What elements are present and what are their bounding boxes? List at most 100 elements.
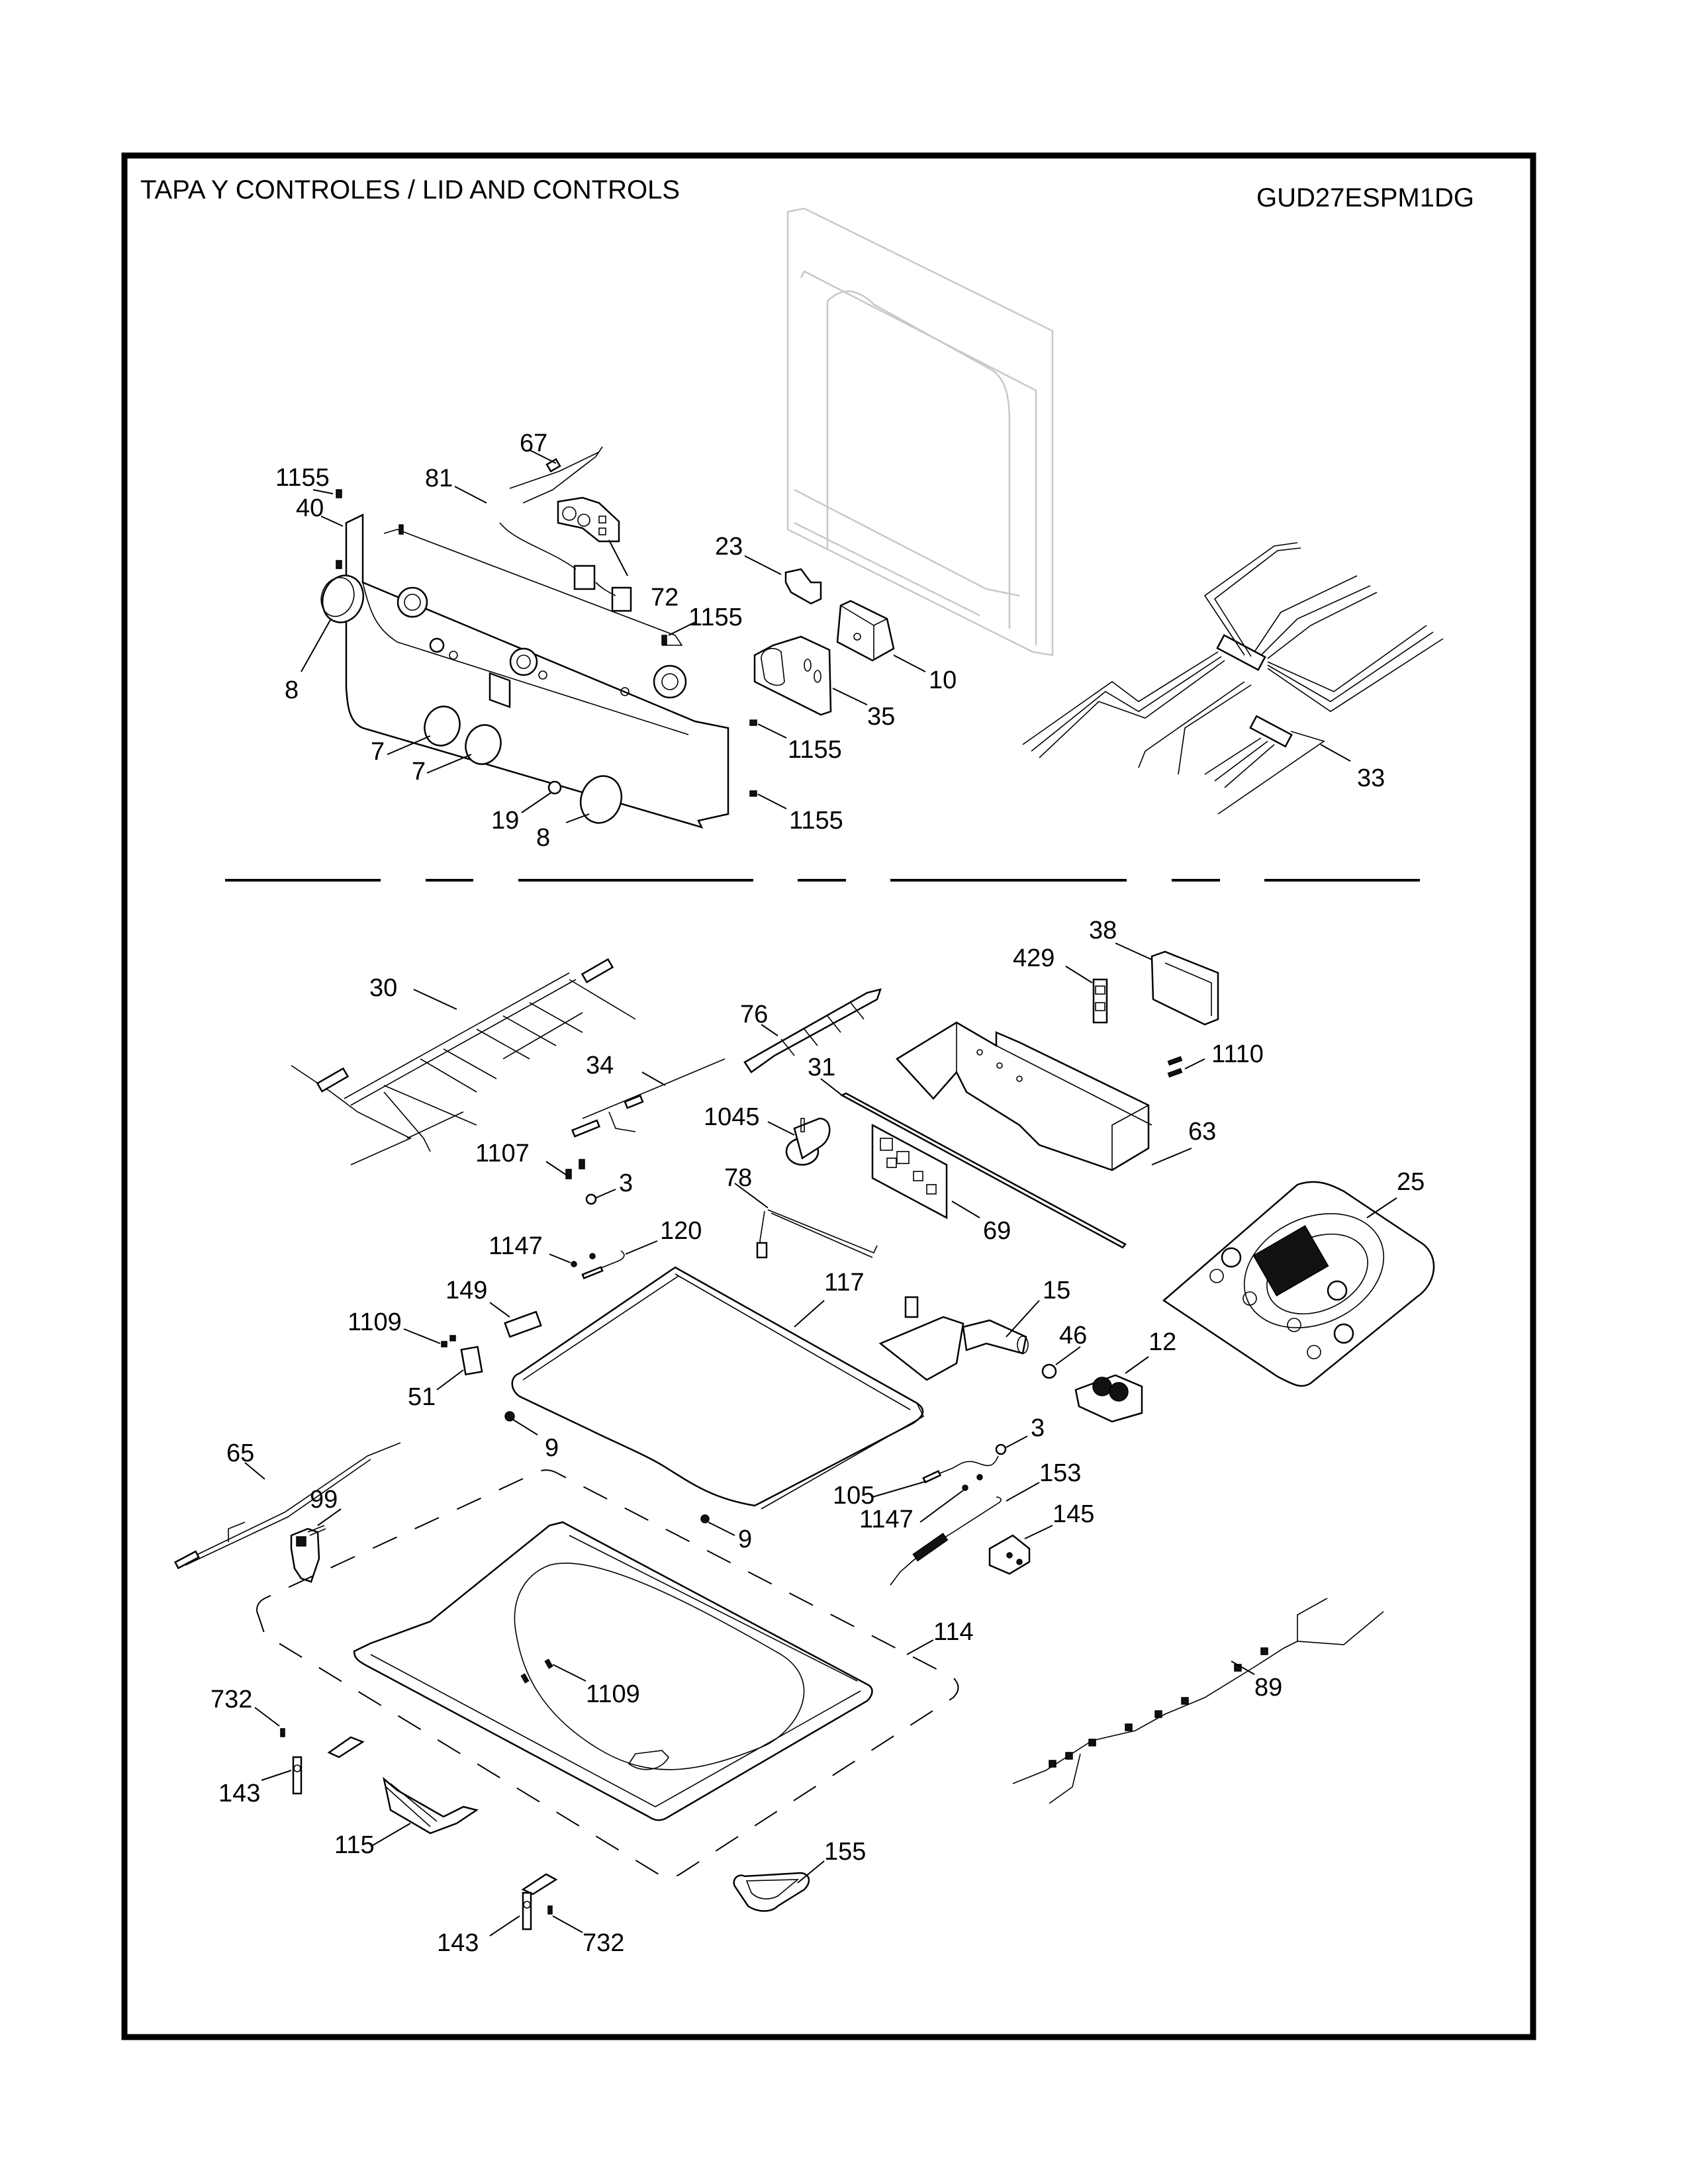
callout-51: 51 (408, 1383, 436, 1411)
part-1147-screw-b (962, 1474, 983, 1491)
callout-1045: 1045 (704, 1103, 760, 1131)
part-23-switch (784, 568, 822, 605)
callout-1109-b: 1109 (586, 1680, 640, 1708)
part-31-strip (840, 1092, 1127, 1249)
part-153-spring (890, 1496, 1002, 1586)
callout-7-a: 7 (371, 738, 385, 766)
callout-30: 30 (369, 974, 397, 1002)
callout-1147-b: 1147 (859, 1506, 914, 1533)
part-3-nut-b (995, 1443, 1007, 1455)
callout-25: 25 (1397, 1168, 1425, 1196)
callout-19: 19 (491, 807, 519, 835)
callout-46: 46 (1059, 1322, 1087, 1349)
diagram-title: TAPA Y CONTROLES / LID AND CONTROLS (140, 175, 680, 205)
callout-33: 33 (1357, 764, 1385, 792)
callout-1147-a: 1147 (489, 1232, 543, 1260)
part-1155-screw-c (399, 524, 404, 535)
callout-76: 76 (740, 1001, 768, 1028)
callout-15: 15 (1043, 1277, 1070, 1304)
part-1109-screw-a (441, 1335, 456, 1347)
callout-1155-b: 1155 (688, 604, 743, 631)
callout-89: 89 (1254, 1674, 1282, 1702)
part-120-rod (581, 1250, 625, 1280)
part-63-control-bracket (896, 1021, 1152, 1171)
callout-1109-a: 1109 (348, 1308, 402, 1336)
part-105-rod (922, 1455, 999, 1484)
callout-105: 105 (833, 1482, 874, 1510)
part-76-wire-harness (743, 988, 882, 1073)
part-40-control-panel (345, 514, 729, 829)
part-3-nut-a (585, 1193, 597, 1205)
callout-143-a: 143 (218, 1780, 260, 1807)
part-1147-screw-a (571, 1253, 596, 1267)
part-155-foot (733, 1872, 810, 1912)
part-1045-capacitor (785, 1117, 831, 1166)
callout-429: 429 (1013, 944, 1055, 972)
callout-78: 78 (724, 1164, 752, 1192)
callout-114: 114 (933, 1618, 974, 1646)
part-15-fill-funnel (878, 1296, 1029, 1381)
part-143-hinge-b (521, 1873, 558, 1931)
callout-12: 12 (1149, 1328, 1176, 1356)
callout-1155-c: 1155 (788, 736, 842, 764)
part-1109-screw-b (520, 1659, 553, 1684)
part-1155-screw-e (749, 719, 757, 726)
part-65-wire-harness (173, 1442, 401, 1570)
part-143-hinge-a (292, 1736, 365, 1795)
callout-99: 99 (310, 1486, 338, 1514)
part-89-wire-harness (1012, 1598, 1384, 1804)
part-10-timer (836, 600, 895, 662)
part-115-hinge-cover (383, 1776, 479, 1835)
part-33-wire-harness (1022, 542, 1444, 815)
part-25-hose-assembly (1162, 1181, 1435, 1387)
part-51-strike (460, 1345, 483, 1376)
part-145-bracket (988, 1534, 1031, 1575)
callout-149: 149 (445, 1277, 487, 1304)
callout-153: 153 (1039, 1459, 1081, 1487)
part-34-wire-harness (571, 1058, 726, 1138)
callout-81: 81 (425, 465, 453, 492)
part-35-mounting-bracket (753, 635, 832, 716)
callout-1110: 1110 (1211, 1040, 1264, 1068)
part-8-knob-a (320, 574, 365, 623)
callout-155: 155 (824, 1838, 866, 1866)
callout-117: 117 (824, 1269, 865, 1297)
part-30-wire-harness (291, 958, 636, 1165)
part-81-switches (489, 522, 632, 708)
callout-23: 23 (715, 533, 743, 561)
part-8-knob-b (579, 775, 623, 824)
callout-1155-a: 1155 (275, 464, 330, 492)
part-72-switch-board (557, 496, 620, 543)
model-number: GUD27ESPM1DG (1256, 183, 1474, 212)
callout-8-b: 8 (536, 824, 550, 852)
part-7-knob-b (465, 724, 502, 765)
part-1155-screw-f (749, 790, 757, 797)
callout-732-b: 732 (583, 1929, 624, 1957)
diagram-border (121, 152, 1536, 2040)
part-1155-screw-a (336, 489, 342, 498)
part-9-bumper-a (504, 1411, 515, 1422)
part-732-screw-a (280, 1728, 285, 1737)
callout-65: 65 (226, 1439, 254, 1467)
part-429-relay (1092, 978, 1108, 1024)
part-46-hose-clamp (1041, 1363, 1057, 1379)
callout-67: 67 (520, 430, 547, 457)
cabinet-ghost-outline (786, 207, 1054, 657)
callout-732-a: 732 (211, 1686, 252, 1713)
part-1155-screw-d (661, 635, 667, 645)
callout-115: 115 (334, 1831, 375, 1859)
callout-9-a: 9 (545, 1434, 559, 1462)
callout-3-b: 3 (1031, 1414, 1045, 1442)
callout-10: 10 (929, 666, 957, 694)
callout-63: 63 (1188, 1118, 1216, 1146)
callout-40: 40 (296, 494, 324, 522)
part-149-magnet (504, 1310, 542, 1338)
part-732-screw-b (547, 1905, 553, 1915)
callout-120: 120 (660, 1217, 702, 1245)
part-38-cover (1150, 950, 1219, 1026)
callout-72: 72 (651, 584, 679, 612)
callout-38: 38 (1089, 917, 1117, 944)
part-1155-screw-b (336, 560, 342, 569)
part-12-water-valve (1074, 1374, 1143, 1423)
